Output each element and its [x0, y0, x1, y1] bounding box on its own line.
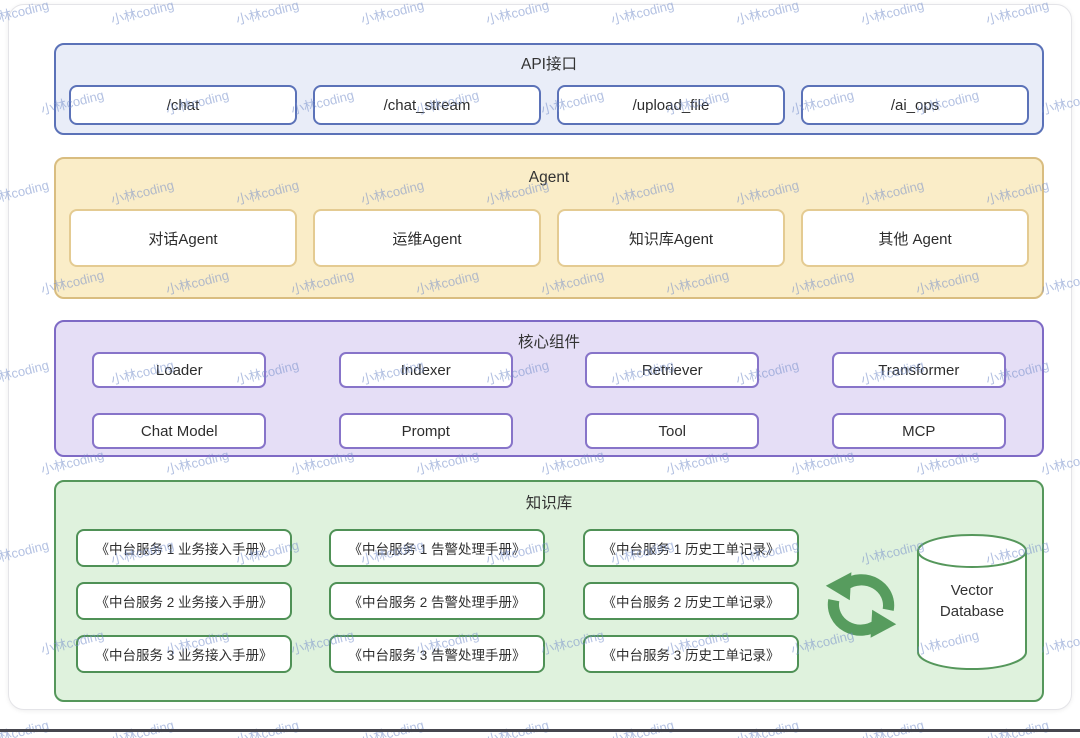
watermark-text: 小林coding	[984, 717, 1051, 738]
section-agent: Agent 对话Agent 运维Agent 知识库Agent 其他 Agent	[54, 157, 1044, 299]
vector-database-label: Vector Database	[939, 582, 1005, 620]
watermark-text: 小林coding	[609, 717, 676, 738]
watermark-text: 小林coding	[0, 717, 51, 738]
core-chat-model: Chat Model	[92, 413, 267, 449]
core-row-2: Chat Model Prompt Tool MCP	[56, 413, 1042, 449]
core-transformer: Transformer	[831, 352, 1006, 388]
watermark-text: 小林coding	[234, 717, 301, 738]
section-core-title: 核心组件	[517, 334, 580, 351]
api-endpoint-chat: /chat	[69, 85, 297, 125]
core-mcp: MCP	[831, 413, 1006, 449]
api-endpoint-row: /chat /chat_stream /upload_file /ai_ops	[69, 85, 1029, 125]
kb-doc: 《中台服务 1 告警处理手册》	[329, 529, 545, 567]
agent-knowledge: 知识库Agent	[557, 209, 785, 267]
api-endpoint-ai-ops: /ai_ops	[801, 85, 1029, 125]
architecture-diagram-card: API接口 /chat /chat_stream /upload_file /a…	[8, 4, 1072, 710]
kb-column-alert-manuals: 《中台服务 1 告警处理手册》 《中台服务 2 告警处理手册》 《中台服务 3 …	[329, 529, 545, 673]
section-api: API接口 /chat /chat_stream /upload_file /a…	[54, 43, 1044, 135]
kb-doc: 《中台服务 2 业务接入手册》	[76, 582, 292, 620]
section-agent-title: Agent	[528, 169, 570, 186]
agent-ops: 运维Agent	[313, 209, 541, 267]
kb-doc: 《中台服务 3 历史工单记录》	[583, 635, 799, 673]
core-prompt: Prompt	[338, 413, 513, 449]
kb-doc: 《中台服务 2 告警处理手册》	[329, 582, 545, 620]
section-api-title: API接口	[521, 56, 577, 73]
kb-column-business-manuals: 《中台服务 1 业务接入手册》 《中台服务 2 业务接入手册》 《中台服务 3 …	[76, 529, 292, 673]
core-tool: Tool	[585, 413, 760, 449]
kb-doc: 《中台服务 3 告警处理手册》	[329, 635, 545, 673]
bottom-divider	[0, 729, 1080, 732]
watermark-text: 小林coding	[109, 717, 176, 738]
watermark-text: 小林coding	[359, 717, 426, 738]
kb-doc: 《中台服务 3 业务接入手册》	[76, 635, 292, 673]
kb-doc: 《中台服务 1 历史工单记录》	[583, 529, 799, 567]
core-retriever: Retriever	[585, 352, 760, 388]
agent-row: 对话Agent 运维Agent 知识库Agent 其他 Agent	[69, 209, 1029, 267]
kb-column-ticket-records: 《中台服务 1 历史工单记录》 《中台服务 2 历史工单记录》 《中台服务 3 …	[583, 529, 799, 673]
agent-other: 其他 Agent	[801, 209, 1029, 267]
sync-arrows-icon	[821, 565, 901, 645]
watermark-text: 小林coding	[484, 717, 551, 738]
core-loader: Loader	[92, 352, 267, 388]
watermark-text: 小林coding	[734, 717, 801, 738]
core-indexer: Indexer	[338, 352, 513, 388]
section-knowledge-base: 知识库 《中台服务 1 业务接入手册》 《中台服务 2 业务接入手册》 《中台服…	[54, 480, 1044, 702]
vector-database-cylinder: Vector Database	[916, 532, 1028, 672]
watermark-text: 小林coding	[859, 717, 926, 738]
kb-doc: 《中台服务 2 历史工单记录》	[583, 582, 799, 620]
core-row-1: Loader Indexer Retriever Transformer	[56, 352, 1042, 388]
api-endpoint-chat-stream: /chat_stream	[313, 85, 541, 125]
api-endpoint-upload-file: /upload_file	[557, 85, 785, 125]
section-core-components: 核心组件 Loader Indexer Retriever Transforme…	[54, 320, 1044, 457]
kb-doc: 《中台服务 1 业务接入手册》	[76, 529, 292, 567]
section-kb-title: 知识库	[525, 495, 573, 512]
agent-dialog: 对话Agent	[69, 209, 297, 267]
